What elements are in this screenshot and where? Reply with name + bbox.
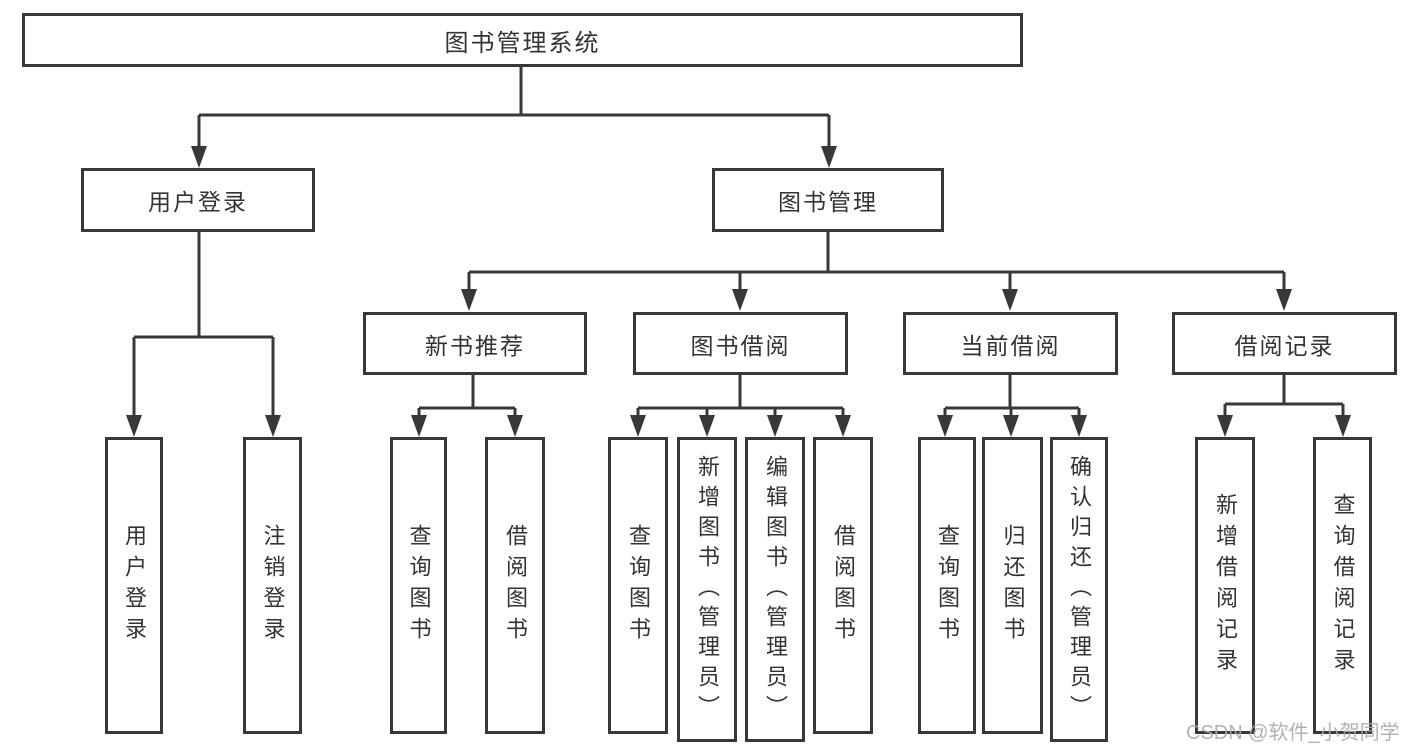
leaf-label: 编辑图书（管理员） <box>763 454 788 725</box>
leaf-confirm-return-admin: 确认归还（管理员） <box>1050 437 1108 742</box>
leaf-return-books: 归还图书 <box>982 437 1043 734</box>
node-borrowing-records: 借阅记录 <box>1172 312 1397 375</box>
leaf-borrow-books: 借阅图书 <box>813 437 873 734</box>
leaf-label: 注销登录 <box>260 523 286 648</box>
leaf-borrow-books-recommend: 借阅图书 <box>485 437 545 734</box>
leaf-query-borrow-record: 查询借阅记录 <box>1313 437 1372 734</box>
leaf-label: 用户登录 <box>122 523 147 648</box>
node-label: 借阅记录 <box>1234 332 1335 359</box>
node-label: 新书推荐 <box>425 332 525 359</box>
node-label: 图书借阅 <box>690 332 791 359</box>
node-book-management: 图书管理 <box>712 168 944 232</box>
leaf-add-borrow-record: 新增借阅记录 <box>1195 437 1255 734</box>
node-user-login: 用户登录 <box>81 168 315 232</box>
csdn-watermark: CSDN @软件_小贺同学 <box>1186 722 1400 744</box>
node-label: 图书管理 <box>778 189 878 215</box>
leaf-edit-books-admin: 编辑图书（管理员） <box>745 437 805 742</box>
node-book-borrowing: 图书借阅 <box>633 312 848 375</box>
leaf-query-books-recommend: 查询图书 <box>390 437 447 734</box>
node-label: 用户登录 <box>148 189 248 215</box>
leaf-query-books-borrow: 查询图书 <box>608 437 668 734</box>
leaf-label: 查询借阅记录 <box>1330 492 1356 679</box>
leaf-label: 查询图书 <box>935 523 960 648</box>
node-current-borrowing: 当前借阅 <box>903 312 1118 375</box>
leaf-label: 归还图书 <box>1000 523 1026 648</box>
leaf-label: 新增图书（管理员） <box>695 454 720 725</box>
leaf-label: 查询图书 <box>406 523 432 648</box>
leaf-logout: 注销登录 <box>243 437 302 734</box>
node-label: 图书管理系统 <box>444 29 601 57</box>
node-new-book-recommend: 新书推荐 <box>363 312 587 375</box>
leaf-label: 确认归还（管理员） <box>1067 454 1092 725</box>
leaf-add-books-admin: 新增图书（管理员） <box>677 437 737 742</box>
leaf-label: 新增借阅记录 <box>1213 492 1238 679</box>
leaf-user-login: 用户登录 <box>105 437 163 734</box>
node-library-management-system: 图书管理系统 <box>22 13 1023 67</box>
leaf-label: 查询图书 <box>626 523 651 648</box>
leaf-label: 借阅图书 <box>503 523 528 648</box>
node-label: 当前借阅 <box>960 332 1061 359</box>
leaf-label: 借阅图书 <box>831 523 856 648</box>
leaf-query-books-current: 查询图书 <box>918 437 976 734</box>
